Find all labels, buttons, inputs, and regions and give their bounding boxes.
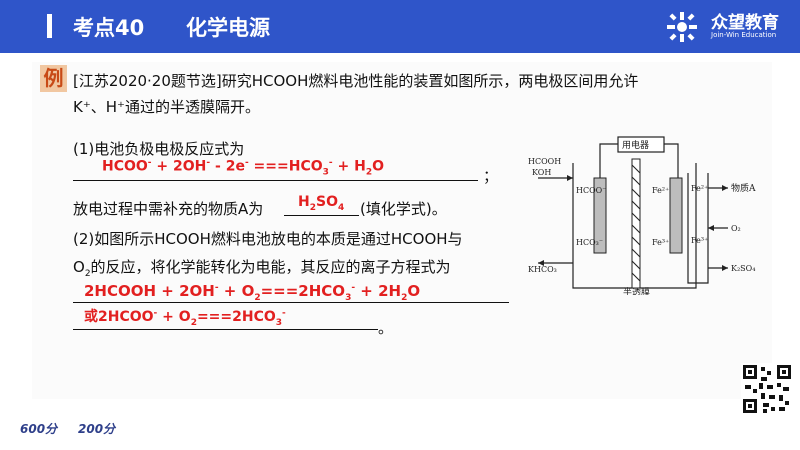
topic-number: 考点40 (73, 16, 145, 40)
svg-text:HCOO⁻: HCOO⁻ (576, 186, 606, 195)
brand-subtitle: Join-Win Education (711, 31, 777, 39)
header-bar (0, 0, 800, 53)
part1-semicolon: ； (483, 167, 499, 185)
svg-text:物质A: 物质A (731, 182, 756, 194)
svg-text:Fe³⁺: Fe³⁺ (691, 236, 708, 245)
footer-logo-600: 600分 (20, 422, 58, 436)
fuel-cell-diagram: 用电器 HCOOH KOH HCOO⁻ HCO₃⁻ KHCO₃ Fe²⁺ Fe³… (528, 136, 756, 295)
qr-code-icon (741, 363, 793, 415)
example-badge: 例 (40, 65, 67, 92)
svg-text:HCOOH: HCOOH (528, 157, 561, 166)
answer-1: HCOO- + 2OH- - 2e- ===HCO3- + H2O (102, 158, 385, 178)
part3-line1: (2)如图所示HCOOH燃料电池放电的本质是通过HCOOH与 (73, 230, 463, 248)
answer-1-underline (73, 180, 478, 181)
right-chamber (635, 159, 697, 289)
answer-2-underline (284, 215, 359, 216)
svg-text:Fe²⁺: Fe²⁺ (691, 184, 708, 193)
part3-line2: O2的反应，将化学能转化为电能，其反应的离子方程式为 (73, 258, 451, 279)
svg-text:KHCO₃: KHCO₃ (528, 265, 557, 274)
wire-left (599, 143, 618, 178)
end-period: 。 (378, 319, 394, 337)
svg-text:KOH: KOH (532, 168, 551, 177)
answer-3: 2HCOOH + 2OH- + O2===2HCO3- + 2H2O (84, 282, 421, 303)
answer-4: 或2HCOO- + O2===2HCO3- (84, 308, 286, 328)
membrane (631, 158, 641, 289)
svg-text:用电器: 用电器 (622, 139, 649, 151)
svg-text:K₂SO₄: K₂SO₄ (731, 264, 755, 273)
part2-prefix: 放电过程中需补充的物质A为 (73, 200, 264, 218)
svg-text:Fe³⁺: Fe³⁺ (652, 238, 669, 247)
question-intro-line1: [江苏2020·20题节选]研究HCOOH燃料电池性能的装置如图所示，两电极区间… (73, 72, 639, 90)
svg-text:半透膜: 半透膜 (623, 286, 650, 295)
brand-logo-icon (667, 12, 697, 42)
header-accent-bar (47, 14, 52, 38)
topic-title: 化学电源 (186, 16, 270, 40)
svg-text:HCO₃⁻: HCO₃⁻ (576, 238, 603, 247)
right-electrode (669, 177, 683, 254)
part1-prompt: (1)电池负极电极反应式为 (73, 140, 245, 158)
wire-right (664, 143, 679, 178)
svg-text:O₂: O₂ (731, 224, 741, 233)
answer-4-underline (73, 329, 378, 330)
answer-2: H2SO4 (298, 194, 345, 213)
footer-logo-200: 200分 (78, 422, 116, 436)
part2-suffix: (填化学式)。 (360, 200, 447, 218)
brand-name: 众望教育 (711, 13, 779, 33)
left-electrode (593, 177, 607, 254)
answer-3-underline (73, 302, 509, 303)
question-intro-line2: K⁺、H⁺通过的半透膜隔开。 (73, 98, 260, 116)
svg-text:Fe²⁺: Fe²⁺ (652, 186, 669, 195)
content-panel (32, 62, 772, 399)
